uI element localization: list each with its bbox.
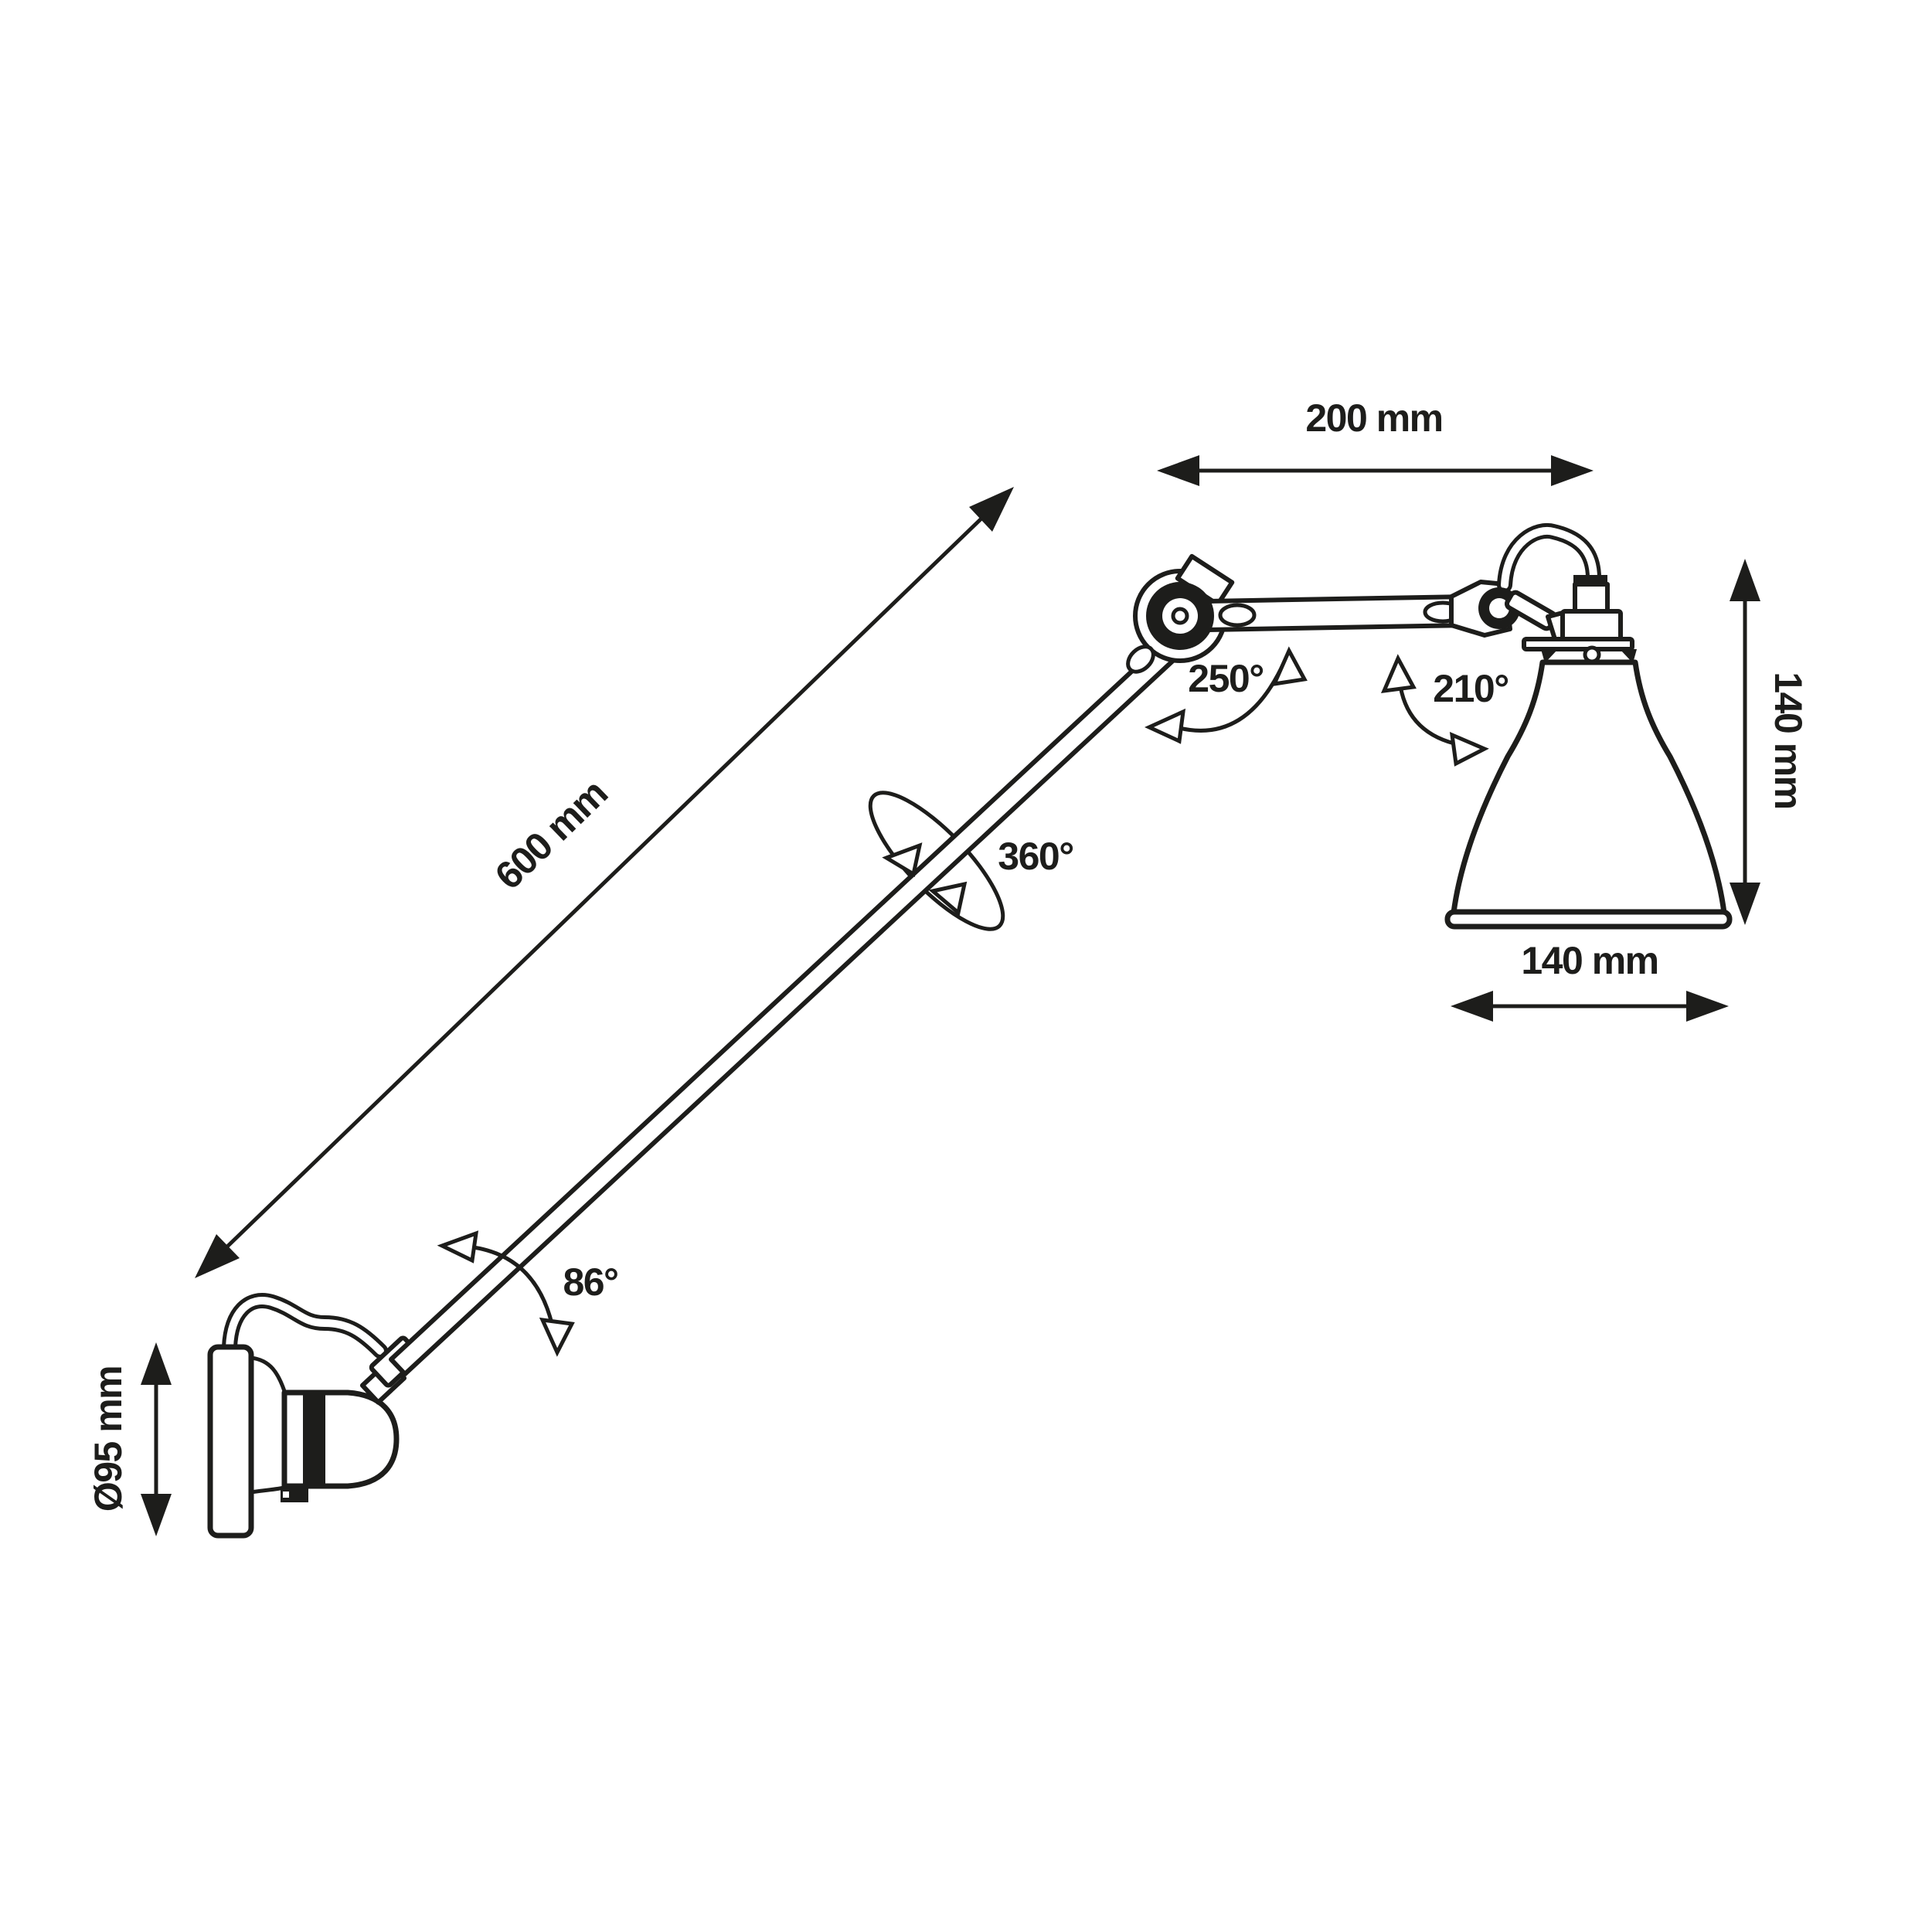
arrow-down-icon xyxy=(1730,883,1760,925)
dimension-95mm: Ø95 mm xyxy=(87,1342,172,1536)
arrow-down-left-icon xyxy=(195,1234,240,1278)
open-arrow-down-icon xyxy=(539,1317,575,1357)
dim-600-line xyxy=(223,515,985,1250)
neck-screw xyxy=(1583,645,1601,664)
angle-250-label: 250° xyxy=(1188,657,1263,700)
open-arrow-left-icon xyxy=(1144,708,1186,744)
arrow-right-icon xyxy=(1686,991,1729,1022)
shade-rim xyxy=(1444,909,1733,930)
arm-end-hole xyxy=(1126,645,1155,674)
elbow-joint xyxy=(1126,553,1471,674)
dim-95-label: Ø95 mm xyxy=(87,1366,130,1512)
open-arrow-up-left-icon xyxy=(928,881,968,917)
housing-bottom-curve xyxy=(249,1485,287,1495)
arrow-left-icon xyxy=(1451,991,1493,1022)
open-arrow-left-icon xyxy=(437,1230,479,1264)
dim-140h-label: 140 mm xyxy=(1521,939,1658,982)
open-arrow-down-left-icon xyxy=(882,842,923,877)
dim-140v-label: 140 mm xyxy=(1767,672,1810,808)
base-cable xyxy=(222,1293,388,1359)
dim-600-label: 600 mm xyxy=(487,771,615,897)
open-arrow-right-icon xyxy=(1449,731,1489,767)
lamp-head xyxy=(1444,575,1733,930)
angle-210-label: 210° xyxy=(1433,667,1508,710)
housing-top-curve xyxy=(249,1355,287,1393)
dim-200-label: 200 mm xyxy=(1305,396,1442,440)
pivot-capsule xyxy=(281,1389,400,1489)
base-cable-core xyxy=(226,1297,384,1355)
wall-mount xyxy=(207,1293,400,1539)
elbow-axle-hole xyxy=(1171,607,1189,625)
dimension-200mm: 200 mm xyxy=(1157,396,1594,486)
open-arrow-up-icon xyxy=(1270,646,1308,687)
arrow-up-icon xyxy=(1730,559,1760,601)
arrow-up-right-icon xyxy=(969,487,1014,532)
shade-top-plate xyxy=(1522,637,1634,651)
main-arm xyxy=(389,641,1178,1376)
joint-ring-center xyxy=(1489,598,1509,618)
angle-250: 250° xyxy=(1144,646,1308,744)
capsule-band xyxy=(303,1391,325,1488)
arrow-right-icon xyxy=(1551,455,1594,486)
angle-360: 360° xyxy=(882,835,1074,917)
dimension-140mm-height: 140 mm xyxy=(1730,559,1810,925)
angle-360-label: 360° xyxy=(998,835,1073,878)
arrow-left-icon xyxy=(1157,455,1199,486)
angle-86-label: 86° xyxy=(563,1260,617,1304)
angle-210: 210° xyxy=(1380,654,1509,767)
dimension-140mm-width: 140 mm xyxy=(1451,939,1729,1022)
upper-arm-hole-left xyxy=(1218,603,1257,628)
open-arrow-up-icon xyxy=(1380,654,1417,694)
wall-plate xyxy=(207,1344,254,1539)
arrow-up-icon xyxy=(141,1342,172,1385)
clip-notch xyxy=(283,1492,289,1498)
arrow-down-icon xyxy=(141,1494,172,1536)
shade-cable-core xyxy=(1501,527,1597,589)
angle-86: 86° xyxy=(437,1230,619,1357)
